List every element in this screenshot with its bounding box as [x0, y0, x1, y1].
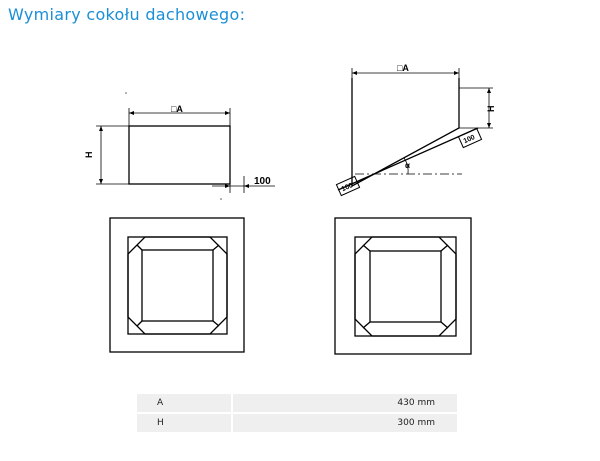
top-view-flat-frame: [127, 236, 228, 335]
dimension-value: 430 mm: [233, 394, 457, 412]
dimension-name: H: [137, 414, 231, 432]
dimension-name: A: [137, 394, 231, 412]
side-view-flat-offset-label: 100: [254, 176, 271, 187]
side-view-flat-body: [128, 125, 231, 185]
slope-angle-arc: [403, 157, 409, 175]
side-view-flat-width-label: □A: [171, 104, 183, 114]
side-view-sloped-base-left-label: 100: [341, 182, 355, 193]
page-title: Wymiary cokołu dachowego:: [8, 5, 246, 24]
side-view-sloped-width-label: □A: [397, 63, 409, 73]
table-row: A 430 mm: [137, 394, 457, 412]
top-view-sloped-outer: [334, 217, 472, 355]
roof-slope-line: [337, 127, 479, 191]
top-view-sloped-octagon: [354, 236, 457, 337]
top-view-flat-octagon: [127, 236, 228, 335]
top-view-flat: [109, 217, 245, 353]
top-view-sloped: [334, 217, 472, 355]
side-view-flat-height-label: H: [84, 152, 94, 159]
side-view-sloped-base-right-label: 100: [463, 134, 477, 145]
side-view-sloped-angle-label: α: [405, 161, 410, 170]
top-view-flat-outer: [109, 217, 245, 353]
top-view-flat-inner: [141, 249, 214, 322]
table-row: H 300 mm: [137, 414, 457, 432]
side-view-sloped-height-label: H: [486, 106, 496, 113]
side-view-sloped-body: [351, 78, 460, 188]
top-view-sloped-inner: [369, 250, 442, 323]
dimensions-table: A 430 mm H 300 mm: [137, 392, 457, 434]
side-view-flat: [96, 92, 275, 200]
dimension-value: 300 mm: [233, 414, 457, 432]
side-view-sloped: [335, 68, 493, 197]
